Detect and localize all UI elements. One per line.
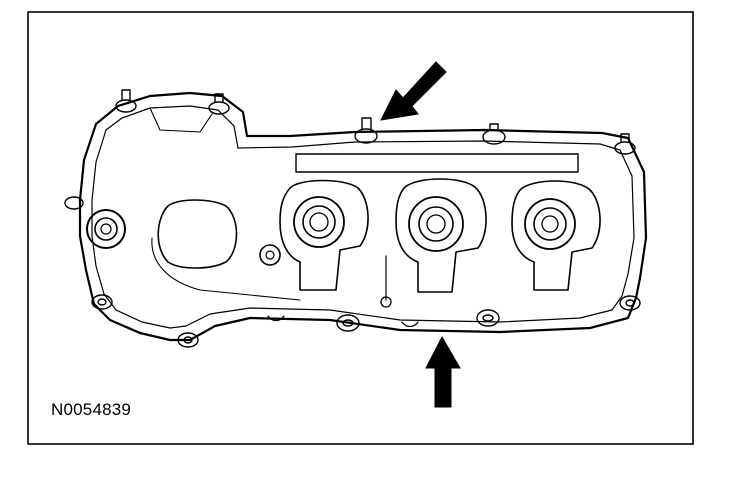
- bolt-top-5: [614, 133, 636, 155]
- bolt-bottom-2: [336, 314, 360, 332]
- lower-notch: [401, 321, 419, 328]
- indicator-arrow-top: [380, 61, 447, 121]
- bolt-bottom-3: [476, 309, 500, 327]
- bolt-left-1: [64, 196, 84, 210]
- baffle-bar: [295, 153, 579, 173]
- coil-tower-1-ring: [293, 196, 345, 248]
- oil-cap-inner: [94, 217, 118, 241]
- bolt-top-1: [115, 89, 137, 113]
- cover-flange: [91, 105, 635, 329]
- figure-caption: N0054839: [51, 400, 132, 419]
- bolt-top-4: [482, 123, 506, 145]
- bolt-bottom-1: [177, 332, 199, 348]
- valve-cover-outline: [78, 91, 648, 342]
- upper-ribbing: [149, 107, 213, 133]
- filler-opening: [157, 199, 238, 269]
- coil-tower-2-pad: [395, 178, 487, 293]
- coil-tower-3-pad: [511, 180, 601, 291]
- bolt-top-3: [354, 117, 378, 144]
- indicator-arrow-bottom: [425, 335, 461, 408]
- coil-tower-3-seal: [533, 207, 567, 241]
- coil-tower-1-seal: [302, 205, 336, 239]
- bolt-left-2: [91, 294, 113, 310]
- pcv-fitting: [259, 244, 281, 266]
- coil-tower-2-bore: [426, 214, 446, 234]
- coil-tower-3-ring: [524, 198, 576, 250]
- coil-tower-2-ring: [408, 196, 464, 252]
- bolt-bottom-4: [619, 295, 641, 311]
- oil-cap-core: [100, 223, 112, 235]
- lower-notch-2: [267, 315, 285, 322]
- coil-tower-2-seal: [418, 206, 454, 242]
- figure-frame: [27, 11, 694, 445]
- oil-cap-boss: [86, 209, 126, 249]
- bolt-top-2: [208, 93, 230, 115]
- coil-tower-3-bore: [541, 215, 559, 233]
- center-rib-boss: [380, 296, 392, 308]
- coil-tower-1-pad: [279, 179, 369, 291]
- coil-tower-1-bore: [309, 212, 329, 232]
- pcv-fitting-inner: [265, 250, 275, 260]
- left-ribbing: [151, 237, 301, 301]
